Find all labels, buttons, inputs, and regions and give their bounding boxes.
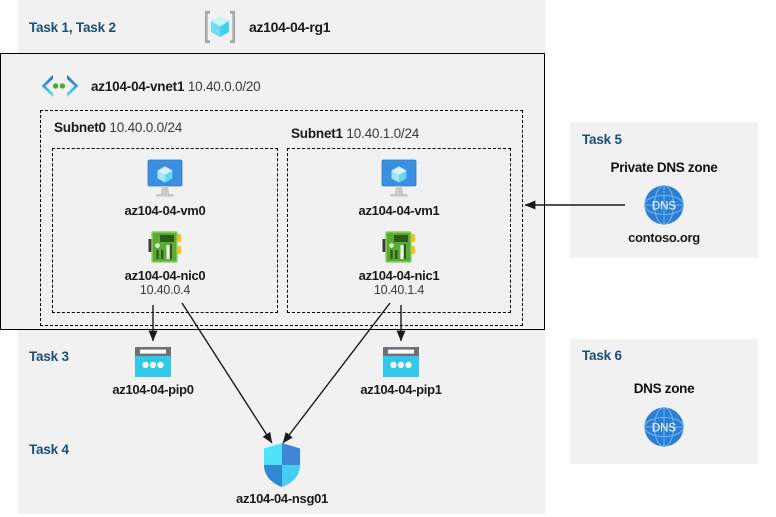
public-ip-icon	[341, 344, 461, 380]
pip1-label: az104-04-pip1	[360, 382, 442, 397]
task-label-3: Task 3	[29, 349, 69, 364]
pip1-node: az104-04-pip1	[341, 344, 461, 397]
network-interface-icon	[339, 228, 459, 266]
task-label-5: Task 5	[582, 132, 622, 147]
task-label-6: Task 6	[582, 348, 622, 363]
subnet0-name: Subnet0	[54, 120, 106, 135]
dns-zone-icon: DNS	[604, 404, 724, 450]
virtual-machine-icon	[105, 157, 225, 201]
nic1-node: az104-04-nic1 10.40.1.4	[339, 228, 459, 297]
vm1-node: az104-04-vm1	[339, 157, 459, 218]
private-dns-name: contoso.org	[628, 230, 700, 245]
nic0-node: az104-04-nic0 10.40.0.4	[105, 228, 225, 297]
nic1-label: az104-04-nic1	[358, 268, 440, 283]
private-dns-node: DNS contoso.org	[604, 182, 724, 245]
virtual-machine-icon	[339, 157, 459, 201]
dns-title: DNS zone	[633, 381, 695, 396]
task-label-4: Task 4	[29, 442, 69, 457]
svg-text:DNS: DNS	[652, 201, 677, 213]
subnet1-box	[287, 148, 511, 313]
pip0-label: az104-04-pip0	[112, 382, 194, 397]
vnet-name: az104-04-vnet1	[91, 78, 185, 94]
nic0-label: az104-04-nic0	[124, 268, 206, 283]
private-dns-title: Private DNS zone	[610, 160, 718, 175]
subnet1-name: Subnet1	[291, 126, 343, 141]
subnet0-header: Subnet0 10.40.0.0/24	[54, 120, 182, 135]
pip0-node: az104-04-pip0	[93, 344, 213, 397]
vm0-node: az104-04-vm0	[105, 157, 225, 218]
public-ip-panel	[18, 341, 545, 417]
subnet1-header: Subnet1 10.40.1.0/24	[291, 126, 419, 141]
virtual-network-icon	[37, 72, 83, 100]
resource-group-name: az104-04-rg1	[249, 19, 331, 35]
subnet0-box	[52, 148, 278, 313]
subnets-container	[40, 110, 523, 326]
network-security-group-icon	[222, 441, 342, 489]
nsg-node: az104-04-nsg01	[222, 441, 342, 506]
nsg-label: az104-04-nsg01	[236, 491, 328, 506]
subnet0-cidr: 10.40.0.0/24	[109, 120, 183, 135]
network-interface-icon	[105, 228, 225, 266]
nic1-ip: 10.40.1.4	[373, 283, 425, 297]
resource-group-icon	[200, 8, 240, 46]
dns-zone-icon: DNS	[604, 182, 724, 228]
vnet-header: az104-04-vnet1 10.40.0.0/20	[37, 72, 261, 100]
vnet-cidr: 10.40.0.0/20	[187, 78, 261, 94]
subnet1-cidr: 10.40.1.0/24	[346, 126, 420, 141]
nic0-ip: 10.40.0.4	[139, 283, 191, 297]
vnet-box	[0, 53, 545, 330]
task-label-1-2: Task 1, Task 2	[29, 20, 116, 35]
dns-node: DNS	[604, 404, 724, 450]
public-ip-icon	[93, 344, 213, 380]
resource-group-header: az104-04-rg1	[200, 8, 331, 46]
vm1-label: az104-04-vm1	[358, 203, 440, 218]
svg-text:DNS: DNS	[652, 423, 677, 435]
vm0-label: az104-04-vm0	[124, 203, 206, 218]
